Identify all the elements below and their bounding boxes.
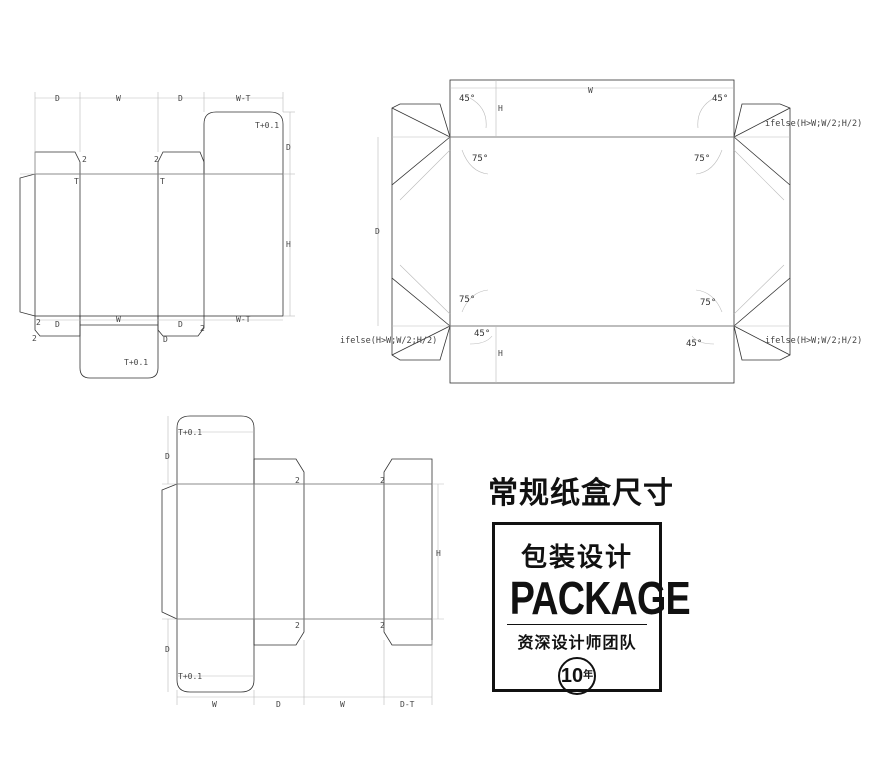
d2-width-label: W bbox=[588, 86, 593, 95]
d2-height-bottom: H bbox=[498, 349, 503, 358]
d2-ifelse-bl: ifelse(H>W;W/2;H/2) bbox=[340, 336, 437, 346]
badge-line-3: 资深设计师团队 bbox=[517, 633, 637, 652]
d2-ifelse-tr: ifelse(H>W;W/2;H/2) bbox=[765, 119, 862, 129]
d1-top-dim-4: W-T bbox=[236, 94, 251, 103]
d2-angle-45-br: 45° bbox=[686, 339, 702, 349]
d1-extra-d: D bbox=[163, 335, 168, 344]
d2-angle-75-bl: 75° bbox=[459, 295, 475, 305]
package-design-badge: 包装设计 PACKAGE 资深设计师团队 10年 bbox=[492, 522, 691, 695]
d3-bottom-dim-3: W bbox=[340, 700, 345, 709]
page-title: 常规纸盒尺寸 bbox=[488, 476, 674, 511]
d2-angle-75-br: 75° bbox=[700, 298, 716, 308]
d2-angle-45-tl: 45° bbox=[459, 94, 475, 104]
d3-left-dim-top: D bbox=[165, 452, 170, 461]
badge-years-circle: 10年 bbox=[558, 657, 596, 695]
badge-line-1: 包装设计 bbox=[520, 543, 633, 573]
d1-small-4: T bbox=[160, 177, 165, 186]
d3-bottom-dim-1: W bbox=[212, 700, 217, 709]
d1-small-5: 2 bbox=[36, 318, 41, 327]
d2-angle-45-tr: 45° bbox=[712, 94, 728, 104]
d1-tab-label-bottom: T+0.1 bbox=[124, 358, 148, 367]
d1-small-1: 2 bbox=[82, 155, 87, 164]
diagram-1-die-line bbox=[19, 92, 295, 379]
badge-years-num: 10 bbox=[560, 665, 584, 687]
d3-left-dim-bottom: D bbox=[165, 645, 170, 654]
badge-divider bbox=[507, 624, 647, 625]
badge-line-2: PACKAGE bbox=[509, 572, 691, 624]
diagram-3-die-line bbox=[161, 415, 444, 705]
d1-top-dim-1: D bbox=[55, 94, 60, 103]
d3-small-3: 2 bbox=[295, 621, 300, 630]
d1-tab-label-top: T+0.1 bbox=[255, 121, 279, 130]
d1-bottom-dim-2: W bbox=[116, 315, 121, 324]
d2-depth-label: D bbox=[375, 227, 380, 236]
d3-bottom-dim-2: D bbox=[276, 700, 281, 709]
d2-angle-75-tl: 75° bbox=[472, 154, 488, 164]
d2-angle-75-tr: 75° bbox=[694, 154, 710, 164]
d1-top-dim-3: D bbox=[178, 94, 183, 103]
d1-bottom-dim-3: D bbox=[178, 320, 183, 329]
diagram-2-die-line bbox=[377, 79, 791, 384]
d1-side-dim-d: D bbox=[286, 143, 291, 152]
d3-tab-label-bottom: T+0.1 bbox=[178, 672, 202, 681]
badge-years-unit: 年 bbox=[583, 670, 594, 681]
d1-bottom-dim-1: D bbox=[55, 320, 60, 329]
d3-tab-label-top: T+0.1 bbox=[178, 428, 202, 437]
d1-small-6: 2 bbox=[32, 334, 37, 343]
d1-top-dim-2: W bbox=[116, 94, 121, 103]
d1-small-3: T bbox=[74, 177, 79, 186]
d3-bottom-dim-4: D-T bbox=[400, 700, 415, 709]
d2-angle-45-bl: 45° bbox=[474, 329, 490, 339]
d1-small-2: 2 bbox=[154, 155, 159, 164]
d3-small-2: 2 bbox=[380, 476, 385, 485]
d1-side-dim-h: H bbox=[286, 240, 291, 249]
d1-bottom-dim-4: W-T bbox=[236, 315, 251, 324]
d2-height-top: H bbox=[498, 104, 503, 113]
d3-small-1: 2 bbox=[295, 476, 300, 485]
d1-small-7: 2 bbox=[200, 324, 205, 333]
d3-right-dim-h: H bbox=[436, 549, 441, 558]
d2-ifelse-br: ifelse(H>W;W/2;H/2) bbox=[765, 336, 862, 346]
d3-small-4: 2 bbox=[380, 621, 385, 630]
